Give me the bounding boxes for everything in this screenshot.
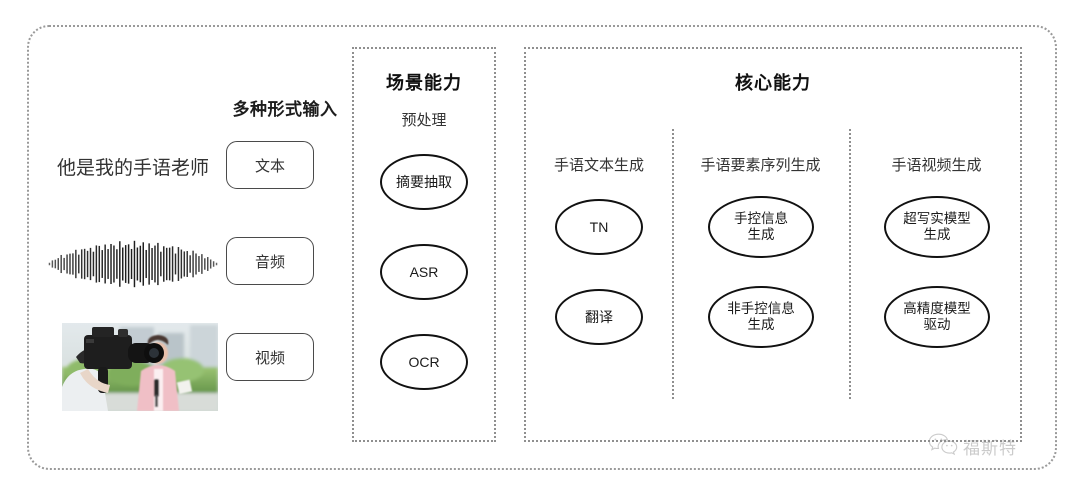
node-manual-feature-generation[interactable]: 手控信息生成 xyxy=(708,196,814,258)
core-column-2-label: 手语要素序列生成 xyxy=(700,157,821,174)
core-column-sign-text: 手语文本生成 TN 翻译 xyxy=(526,49,672,440)
core-divider-1 xyxy=(672,129,674,399)
node-hyperrealistic-model-generation[interactable]: 超写实模型生成 xyxy=(884,196,990,258)
scene-column-label: 预处理 xyxy=(401,112,447,129)
watermark-text: 福斯特 xyxy=(963,439,1017,458)
node-high-precision-model-driving[interactable]: 高精度模型驱动 xyxy=(884,286,990,348)
core-column-sign-elements: 手语要素序列生成 手控信息生成 非手控信息生成 xyxy=(672,49,849,440)
scene-panel-title: 场景能力 xyxy=(386,73,462,93)
scene-column-preprocess: 预处理 摘要抽取 ASR OCR xyxy=(354,49,494,440)
node-ocr[interactable]: OCR xyxy=(380,334,468,390)
modality-button-text[interactable]: 文本 xyxy=(226,141,314,189)
watermark: 福斯特 xyxy=(928,432,1017,461)
node-asr[interactable]: ASR xyxy=(380,244,468,300)
wechat-logo-icon xyxy=(928,432,958,461)
modality-button-video[interactable]: 视频 xyxy=(226,333,314,381)
core-column-sign-video: 手语视频生成 超写实模型生成 高精度模型驱动 xyxy=(849,49,1024,440)
core-capability-panel: 核心能力 手语文本生成 TN 翻译 手语要素序列生成 手控信息生成 非手控信息生… xyxy=(524,47,1022,442)
core-column-1-label: 手语文本生成 xyxy=(553,157,644,174)
node-tn[interactable]: TN xyxy=(555,199,643,255)
sample-text: 他是我的手语老师 xyxy=(56,158,209,179)
node-translation[interactable]: 翻译 xyxy=(555,289,643,345)
core-divider-2 xyxy=(849,129,851,399)
video-thumbnail-image xyxy=(62,323,218,411)
input-section-heading: 多种形式输入 xyxy=(232,100,338,119)
scene-capability-panel: 场景能力 预处理 摘要抽取 ASR OCR xyxy=(352,47,496,442)
core-panel-title: 核心能力 xyxy=(735,73,811,93)
node-summary-extraction[interactable]: 摘要抽取 xyxy=(380,154,468,210)
audio-waveform-icon xyxy=(48,240,218,288)
input-section: 多种形式输入 他是我的手语老师 xyxy=(40,95,337,425)
outer-frame xyxy=(27,25,1057,470)
core-column-3-label: 手语视频生成 xyxy=(891,157,982,174)
modality-button-audio[interactable]: 音频 xyxy=(226,237,314,285)
node-non-manual-feature-generation[interactable]: 非手控信息生成 xyxy=(708,286,814,348)
